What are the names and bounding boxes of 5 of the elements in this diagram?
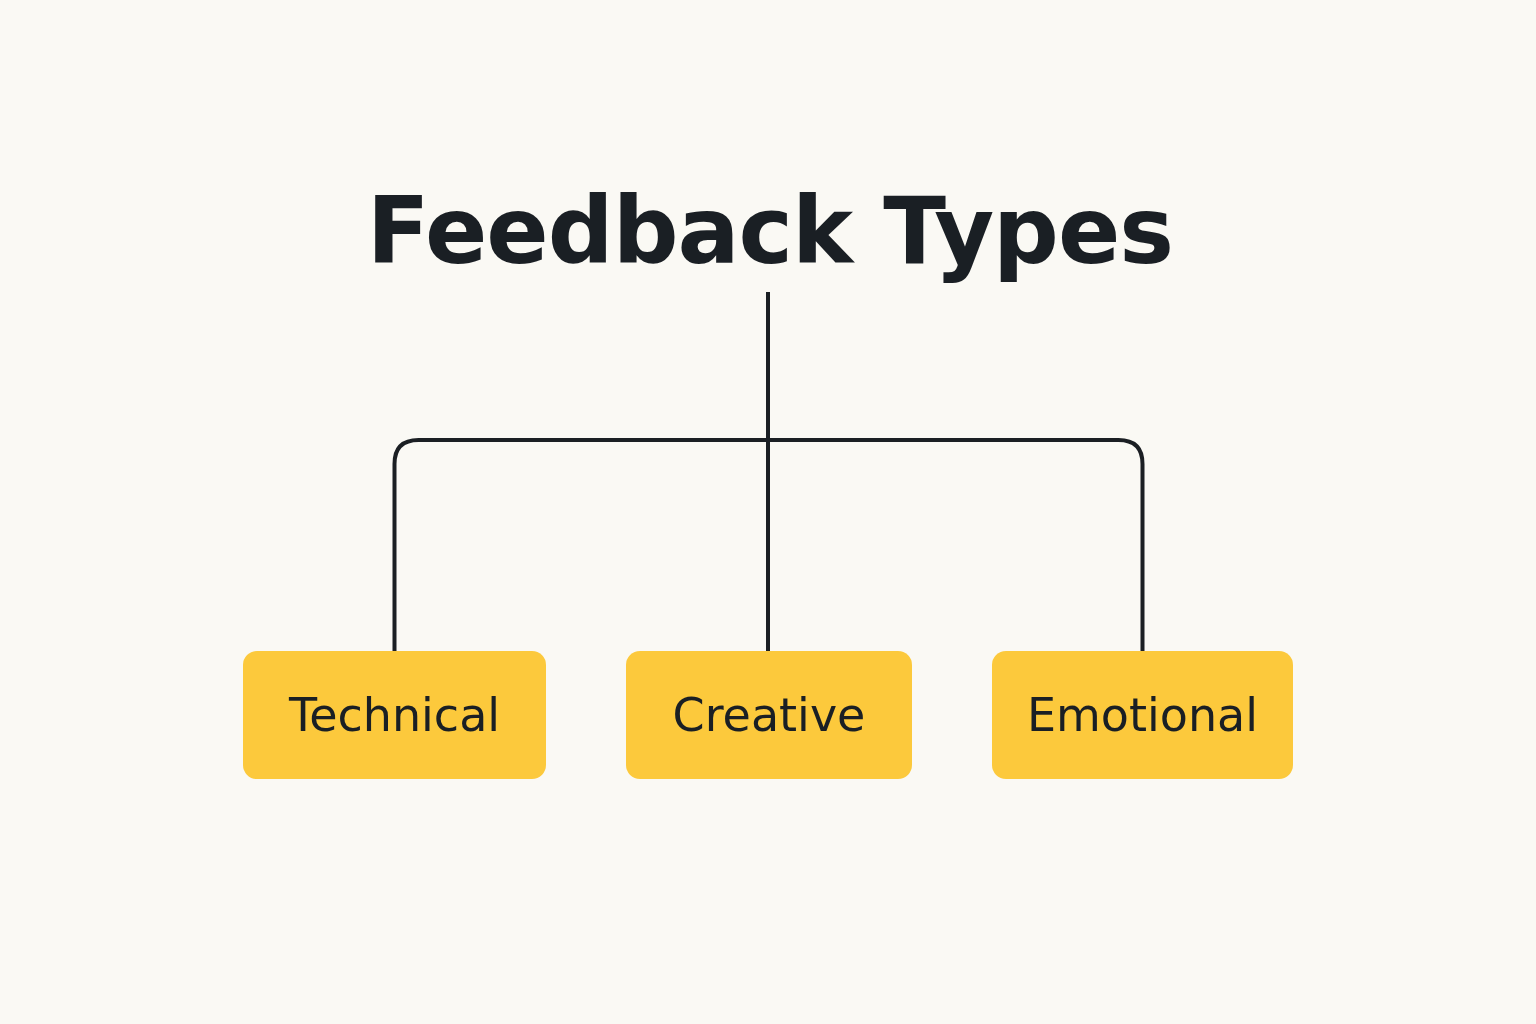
category-box: Emotional	[992, 651, 1293, 779]
connector-line	[766, 292, 1145, 651]
category-box: Technical	[243, 651, 546, 779]
diagram-heading: Feedback Types	[370, 170, 1170, 292]
category-box: Creative	[626, 651, 912, 779]
